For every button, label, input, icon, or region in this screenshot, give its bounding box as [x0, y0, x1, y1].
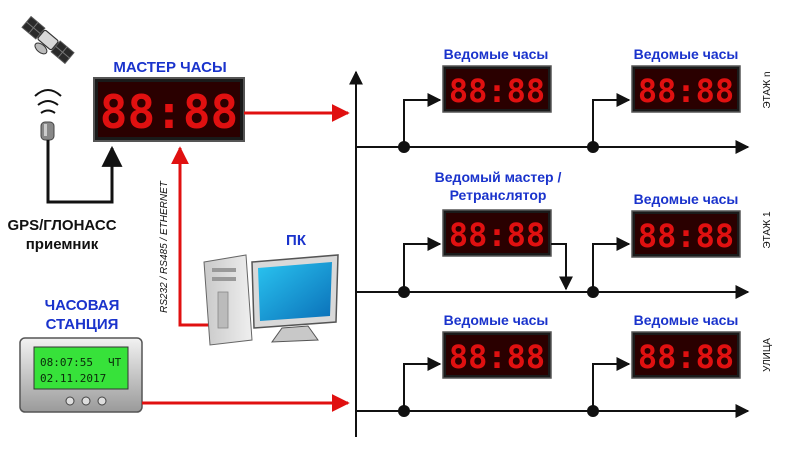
slave-clock-street-2-display: 88:88: [638, 338, 734, 376]
junction-street-2: [587, 405, 599, 417]
slave-title-street-2: Ведомые часы: [634, 312, 739, 328]
station-button-2: [81, 396, 91, 406]
tap-n-2: [592, 93, 631, 147]
slave-title-n-1: Ведомые часы: [444, 46, 549, 62]
interface-label: RS232 / RS485 / ETHERNET: [159, 180, 170, 313]
master-clock-display: 88:88: [100, 85, 238, 139]
repeater-title-line2: Ретранслятор: [450, 187, 547, 203]
station-title-line2: СТАНЦИЯ: [46, 316, 119, 333]
tap-street-1: [403, 357, 442, 411]
pc-label: ПК: [286, 232, 307, 249]
station-title-line1: ЧАСОВАЯ: [45, 297, 120, 314]
repeater-output: [551, 243, 573, 291]
junction-1-1: [398, 286, 410, 298]
repeater-clock: 88:88: [442, 209, 552, 257]
station-button-3: [97, 396, 107, 406]
slave-title-n-2: Ведомые часы: [634, 46, 739, 62]
slave-clock-n-1-display: 88:88: [449, 72, 545, 110]
station-lcd-date: 02.11.2017: [40, 372, 106, 385]
pc-icon: [203, 254, 339, 346]
station-lcd-day: ЧТ: [108, 356, 122, 369]
tap-street-2: [592, 357, 631, 411]
satellite-icon: [21, 15, 75, 65]
junction-1-2: [587, 286, 599, 298]
floor-label-street: УЛИЦА: [762, 338, 773, 372]
junction-street-1: [398, 405, 410, 417]
slave-clock-n-2: 88:88: [631, 65, 741, 113]
signal-waves-icon: [34, 89, 62, 114]
junction-n-1: [398, 141, 410, 153]
master-clock-title: МАСТЕР ЧАСЫ: [113, 59, 226, 76]
slave-clock-n-1: 88:88: [442, 65, 552, 113]
floor-label-1: ЭТАЖ 1: [762, 211, 773, 249]
gps-link: [46, 140, 123, 204]
slave-clock-n-2-display: 88:88: [638, 72, 734, 110]
slave-clock-1-2-display: 88:88: [638, 217, 734, 255]
slave-clock-street-1-display: 88:88: [449, 338, 545, 376]
floor-label-n: ЭТАЖ n: [762, 71, 773, 108]
gps-antenna-icon: [40, 121, 55, 141]
repeater-clock-display: 88:88: [449, 216, 545, 254]
clock-station: 08:07:55 ЧТ 02.11.2017: [19, 337, 143, 413]
repeater-title-line1: Ведомый мастер /: [435, 169, 562, 185]
tap-1-1: [403, 237, 442, 292]
slave-title-1-2: Ведомые часы: [634, 191, 739, 207]
pc-master-link: [171, 146, 212, 327]
tap-1-2: [592, 237, 631, 292]
master-clock: 88:88: [93, 77, 245, 142]
slave-clock-street-2: 88:88: [631, 331, 741, 379]
junction-n-2: [587, 141, 599, 153]
slave-clock-street-1: 88:88: [442, 331, 552, 379]
slave-clock-1-2: 88:88: [631, 210, 741, 258]
gps-label-line1: GPS/ГЛОНАСС: [7, 217, 116, 234]
tap-n-1: [403, 93, 442, 147]
station-button-1: [65, 396, 75, 406]
gps-label-line2: приемник: [26, 236, 99, 253]
station-lcd-time: 08:07:55: [40, 356, 93, 369]
slave-title-street-1: Ведомые часы: [444, 312, 549, 328]
